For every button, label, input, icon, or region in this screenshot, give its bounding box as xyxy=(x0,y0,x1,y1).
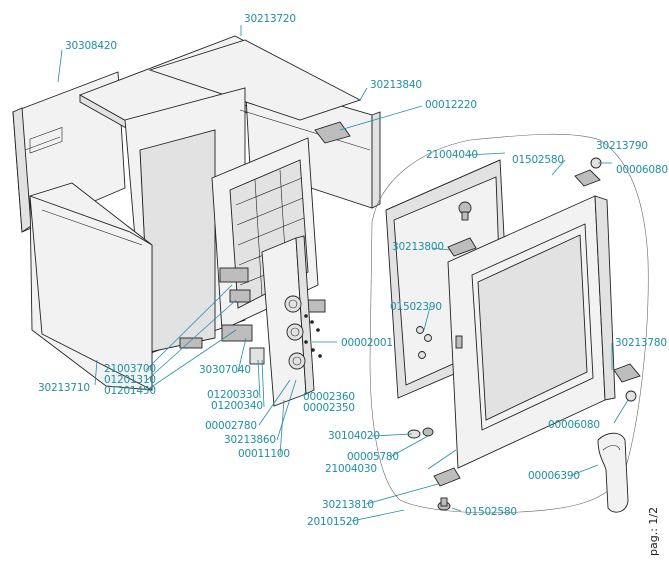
label-door-assembly: 21004030 xyxy=(325,463,377,475)
label-door-washer: 30104020 xyxy=(328,430,380,442)
hinge-pin-top-drawing xyxy=(458,201,472,221)
label-hinge-washer-bottom: 00006080 xyxy=(548,419,600,431)
label-component-6: 01200340 xyxy=(211,400,263,412)
label-upper-hinge: 30213790 xyxy=(596,140,648,152)
left-side-panel-drawing xyxy=(29,182,153,391)
label-hinge-washer-top: 00006080 xyxy=(616,164,668,176)
door-drawing xyxy=(447,195,616,469)
label-handle: 00006390 xyxy=(528,470,580,482)
bottom-bracket-drawing xyxy=(433,467,461,487)
label-component-7: 00002360 xyxy=(303,391,355,403)
label-component-10: 00011100 xyxy=(238,448,290,460)
label-hinge-pin-bottom: 01502580 xyxy=(465,506,517,518)
label-lower-hinge: 30213780 xyxy=(615,337,667,349)
upper-hinge-drawing xyxy=(574,157,602,187)
label-component-4: 30307040 xyxy=(199,364,251,376)
door-assembly-outline xyxy=(369,133,649,514)
label-right-side-panel: 30213840 xyxy=(370,79,422,91)
page-number: pag.: 1/2 xyxy=(647,507,660,556)
bracket-drawing xyxy=(314,121,351,144)
label-rear-panel: 30308420 xyxy=(65,40,117,52)
handle-drawing xyxy=(597,432,629,513)
leader-lines xyxy=(57,25,629,522)
label-component-5: 01200330 xyxy=(207,389,259,401)
label-component-3: 01201450 xyxy=(104,385,156,397)
label-component-1: 21003700 xyxy=(104,363,156,375)
label-component-9: 00002780 xyxy=(205,420,257,432)
label-door-parts: 01502390 xyxy=(390,301,442,313)
hinge-pin-bottom-drawing xyxy=(437,497,451,511)
label-door-gasket: 21004040 xyxy=(426,149,478,161)
label-bottom-bracket: 30213810 xyxy=(322,499,374,511)
electrical-components-drawing xyxy=(219,267,322,365)
label-component-8: 00002350 xyxy=(303,402,355,414)
label-screws: 00002001 xyxy=(341,337,393,349)
label-left-side-panel: 30213710 xyxy=(38,382,90,394)
label-component-2: 01201310 xyxy=(104,374,156,386)
door-bracket-drawing xyxy=(447,237,477,257)
label-door-spacer: 00005780 xyxy=(347,451,399,463)
label-bracket: 00012220 xyxy=(425,99,477,111)
door-parts-drawing xyxy=(416,326,432,359)
label-door-bracket: 30213800 xyxy=(392,241,444,253)
label-hinge-pin-top: 01502580 xyxy=(512,154,564,166)
label-door-complete: 20101520 xyxy=(307,516,359,528)
lower-hinge-drawing xyxy=(613,363,641,402)
label-control-panel: 30213860 xyxy=(224,434,276,446)
door-washers-drawing xyxy=(407,427,434,439)
label-top-panel: 30213720 xyxy=(244,13,296,25)
